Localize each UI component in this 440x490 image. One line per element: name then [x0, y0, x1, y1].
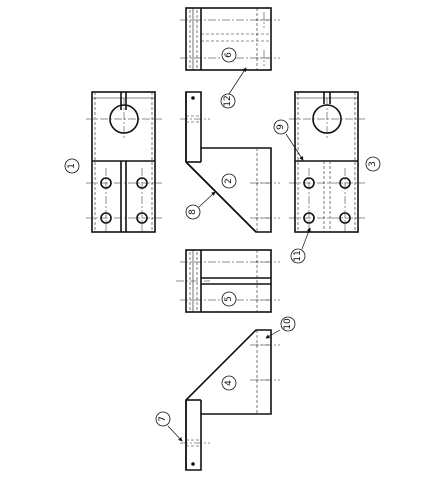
view-5-bottom: [176, 249, 280, 313]
svg-text:3: 3: [368, 161, 378, 167]
bubble-callout-8: 8: [185, 204, 201, 220]
leader-8: [198, 191, 216, 208]
bubble-callout-12: 12: [220, 93, 236, 109]
view-2-center: [180, 91, 280, 233]
leader-11: [301, 227, 311, 250]
svg-text:5: 5: [224, 296, 234, 302]
view-3-right: [289, 91, 365, 233]
svg-text:7: 7: [158, 416, 168, 422]
bubble-view-2: 2: [221, 173, 237, 189]
svg-text:10: 10: [283, 318, 293, 330]
bubble-view-5: 5: [221, 291, 237, 307]
svg-text:8: 8: [188, 209, 198, 215]
svg-text:11: 11: [293, 250, 303, 261]
svg-text:4: 4: [224, 380, 234, 386]
leader-9: [285, 133, 304, 161]
leader-10: [265, 329, 281, 339]
bubble-view-1: 1: [64, 158, 80, 174]
view-6-top: [180, 7, 280, 71]
bubble-view-6: 6: [221, 47, 237, 63]
view-4-lowest: [180, 329, 280, 471]
svg-text:1: 1: [67, 163, 77, 169]
svg-text:6: 6: [224, 52, 234, 58]
bubble-view-4: 4: [221, 375, 237, 391]
leader-12: [228, 67, 247, 95]
bubble-callout-7: 7: [155, 411, 171, 427]
view-1-left: [86, 91, 162, 233]
svg-text:12: 12: [223, 95, 233, 106]
svg-text:9: 9: [276, 124, 286, 130]
svg-text:2: 2: [224, 178, 234, 184]
bubble-view-3: 3: [365, 156, 381, 172]
bubble-callout-9: 9: [273, 119, 289, 135]
bubble-callout-11: 11: [290, 248, 306, 264]
bubble-callout-10: 10: [280, 316, 296, 332]
leader-7: [167, 425, 183, 442]
